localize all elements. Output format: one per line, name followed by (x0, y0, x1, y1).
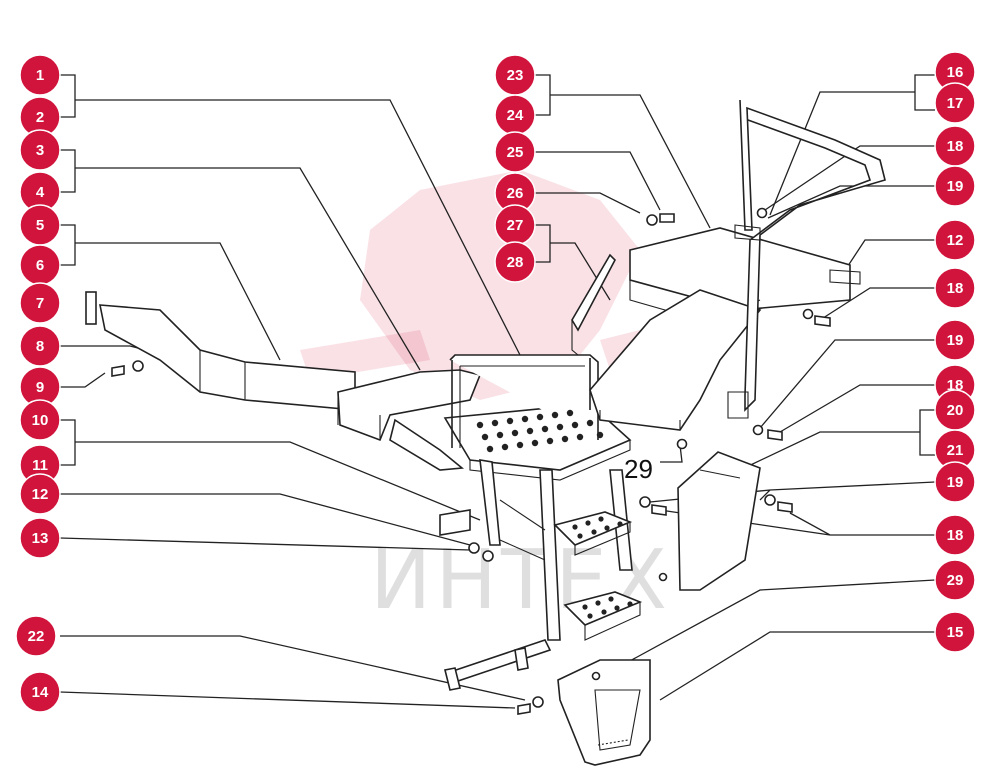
callout-14: 14 (19, 671, 61, 713)
svg-text:18: 18 (947, 527, 964, 544)
callout-12b: 12 (934, 219, 976, 261)
svg-text:20: 20 (947, 402, 964, 419)
parts-outline (85, 99, 886, 766)
callout-15: 15 (934, 611, 976, 653)
svg-text:21: 21 (947, 442, 964, 459)
svg-text:9: 9 (36, 379, 44, 396)
callout-19b: 19 (934, 319, 976, 361)
svg-text:19: 19 (947, 474, 964, 491)
callout-6: 6 (19, 244, 61, 286)
svg-text:17: 17 (947, 95, 964, 112)
callout-18b: 18 (934, 267, 976, 309)
callout-29: 29 (934, 559, 976, 601)
svg-text:27: 27 (507, 217, 524, 234)
callout-1: 1 (19, 54, 61, 96)
svg-text:6: 6 (36, 257, 44, 274)
svg-text:19: 19 (947, 178, 964, 195)
svg-text:8: 8 (36, 338, 44, 355)
callout-19c: 19 (934, 461, 976, 503)
svg-text:7: 7 (36, 295, 44, 312)
svg-text:2: 2 (36, 109, 44, 126)
callout-27: 27 (494, 204, 536, 246)
callout-25: 25 (494, 131, 536, 173)
callout-18a: 18 (934, 125, 976, 167)
svg-text:23: 23 (507, 67, 524, 84)
callout-19a: 19 (934, 165, 976, 207)
watermark-logo: ИНТЕХ (300, 170, 700, 628)
callout-22: 22 (15, 615, 57, 657)
svg-text:14: 14 (32, 684, 49, 701)
svg-text:18: 18 (947, 280, 964, 297)
callout-20: 20 (934, 389, 976, 431)
callout-2: 2 (19, 96, 61, 138)
svg-text:15: 15 (947, 624, 964, 641)
svg-text:28: 28 (507, 254, 524, 271)
callout-21: 21 (934, 429, 976, 471)
callout-7: 7 (19, 282, 61, 324)
svg-text:13: 13 (32, 530, 49, 547)
callout-4: 4 (19, 171, 61, 213)
svg-text:10: 10 (32, 412, 49, 429)
svg-text:11: 11 (32, 457, 48, 474)
svg-text:4: 4 (36, 184, 45, 201)
label-29-inline: 29 (624, 454, 653, 484)
svg-text:26: 26 (507, 185, 524, 202)
callout-10: 10 (19, 399, 61, 441)
svg-text:5: 5 (36, 217, 44, 234)
callout-24: 24 (494, 94, 536, 136)
callout-16: 16 (934, 51, 976, 93)
callout-17: 17 (934, 82, 976, 124)
callout-3: 3 (19, 129, 61, 171)
svg-text:24: 24 (507, 107, 524, 124)
callout-12: 12 (19, 473, 61, 515)
callout-18d: 18 (934, 514, 976, 556)
svg-text:22: 22 (28, 628, 45, 645)
svg-text:3: 3 (36, 142, 44, 159)
svg-text:25: 25 (507, 144, 524, 161)
svg-text:12: 12 (947, 232, 964, 249)
leader-lines (59, 74, 936, 709)
callouts: 1 2 3 4 5 6 7 8 9 10 11 12 13 22 14 23 2… (15, 51, 976, 713)
svg-text:16: 16 (947, 64, 964, 81)
callout-13: 13 (19, 517, 61, 559)
svg-text:1: 1 (36, 67, 44, 84)
svg-text:19: 19 (947, 332, 964, 349)
callout-28: 28 (494, 241, 536, 283)
svg-text:29: 29 (947, 572, 964, 589)
svg-text:12: 12 (32, 486, 49, 503)
callout-8: 8 (19, 325, 61, 367)
callout-23: 23 (494, 54, 536, 96)
svg-text:18: 18 (947, 138, 964, 155)
callout-5: 5 (19, 204, 61, 246)
